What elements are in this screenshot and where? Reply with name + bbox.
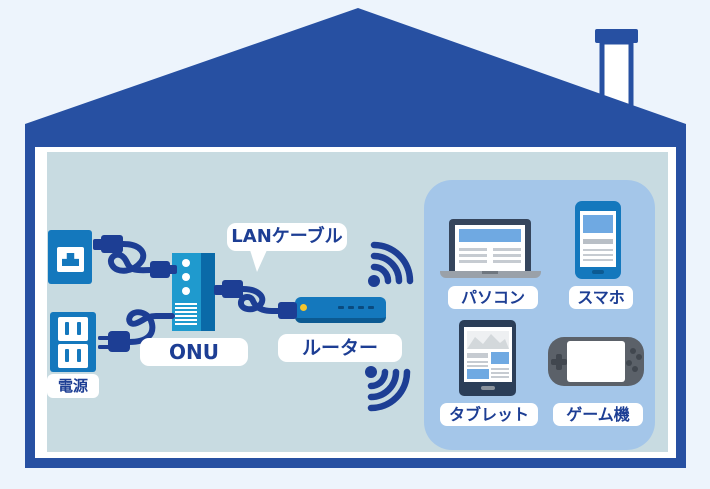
onu-vent xyxy=(175,315,197,317)
router-vent xyxy=(348,306,354,309)
optical-outlet-window xyxy=(57,247,84,272)
router-led xyxy=(300,304,307,311)
smartphone-screen xyxy=(580,211,616,267)
console-button xyxy=(630,348,636,354)
onu-device-side xyxy=(201,253,215,331)
screen-text-line xyxy=(583,249,613,251)
pc-label: パソコン xyxy=(448,286,538,309)
screen-text-line xyxy=(467,365,488,367)
smartphone-home-button xyxy=(592,270,604,274)
onu-vent xyxy=(175,323,197,325)
screen-text-line xyxy=(493,248,521,251)
screen-text-line xyxy=(467,353,488,358)
game-console-screen xyxy=(567,341,625,382)
smartphone-screen-header xyxy=(583,215,613,233)
roof-icon xyxy=(25,8,686,147)
tablet-home-button xyxy=(481,386,495,390)
console-button xyxy=(632,366,638,372)
onu-vent xyxy=(175,307,197,309)
laptop-notch xyxy=(482,271,498,274)
onu-led xyxy=(182,273,190,281)
console-dpad-icon xyxy=(556,354,562,370)
laptop-screen xyxy=(455,225,525,272)
optical-outlet-icon xyxy=(48,230,92,284)
console-button xyxy=(626,360,632,366)
onu-led xyxy=(182,259,190,267)
tablet-screen xyxy=(464,327,512,382)
power-label: 電源 xyxy=(47,374,99,398)
laptop-base xyxy=(440,271,541,278)
power-outlet-icon xyxy=(50,312,96,372)
screen-text-line xyxy=(491,368,509,370)
console-button xyxy=(636,354,642,360)
onu-vent xyxy=(175,311,197,313)
router-vent xyxy=(368,306,374,309)
power-socket-top xyxy=(58,317,88,341)
screen-text-line xyxy=(491,372,509,374)
screen-text-line xyxy=(583,254,613,256)
lan-port-icon xyxy=(62,253,79,266)
router-vent xyxy=(358,306,364,309)
socket-slot xyxy=(65,349,69,362)
socket-slot xyxy=(77,349,81,362)
tablet-label: タブレット xyxy=(440,403,538,426)
screen-text-line xyxy=(493,260,521,263)
router-label: ルーター xyxy=(278,334,402,362)
tablet-blue-block xyxy=(467,369,489,379)
roof-shape xyxy=(25,8,686,147)
power-socket-bottom xyxy=(58,344,88,368)
screen-text-line xyxy=(493,254,521,257)
screen-text-line xyxy=(459,254,487,257)
onu-vent xyxy=(175,319,197,321)
router-vent xyxy=(338,306,344,309)
smartphone-label: スマホ xyxy=(569,286,633,309)
router-device-icon xyxy=(295,297,386,323)
socket-slot xyxy=(77,322,81,335)
tablet-photo-thumbnail xyxy=(467,331,509,349)
lan-cable-label: LANケーブル xyxy=(227,223,347,251)
onu-led xyxy=(182,287,190,295)
onu-label: ONU xyxy=(140,338,248,366)
screen-text-line xyxy=(583,259,613,261)
onu-vent xyxy=(175,303,197,305)
chimney-cap xyxy=(595,29,638,43)
screen-text-line xyxy=(491,376,509,378)
screen-text-line xyxy=(459,248,487,251)
screen-text-line xyxy=(583,239,613,244)
screen-text-line xyxy=(459,260,487,263)
tablet-blue-block xyxy=(491,352,509,364)
screen-text-line xyxy=(467,361,488,363)
game-console-label: ゲーム機 xyxy=(553,403,643,426)
laptop-screen-header xyxy=(459,229,521,242)
socket-slot xyxy=(65,322,69,335)
